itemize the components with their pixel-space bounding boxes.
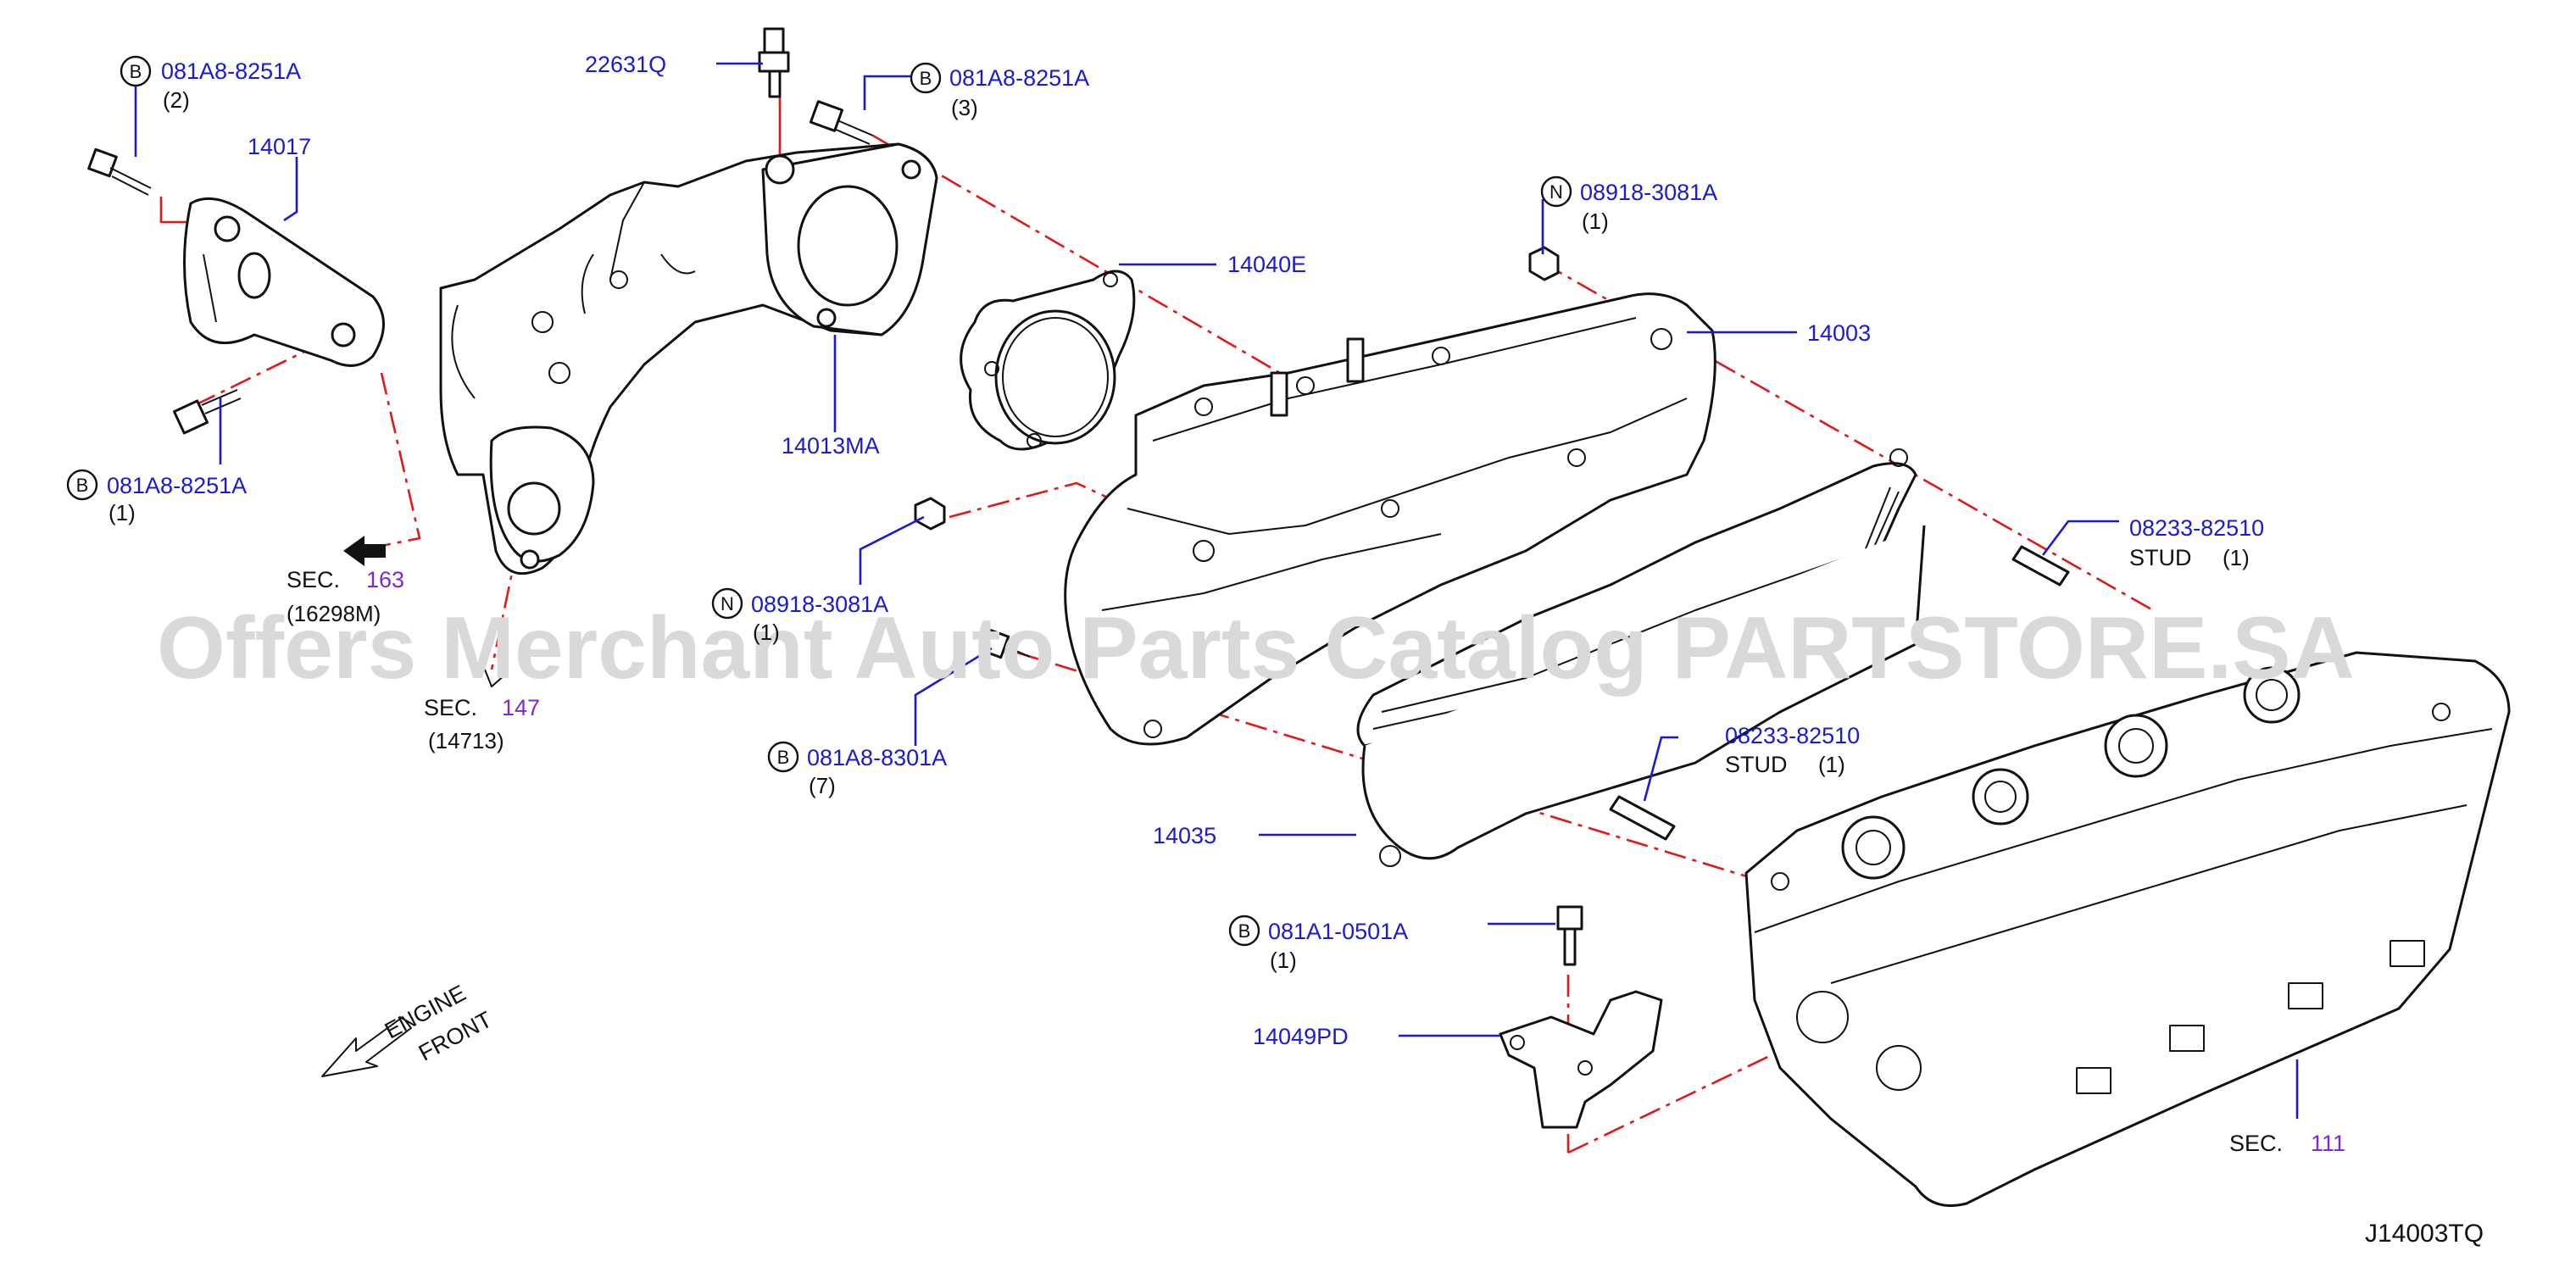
part-number: 081A8-8251A (161, 58, 301, 84)
part-number: 22631Q (585, 52, 666, 77)
part-number: 08918-3081A (751, 592, 888, 617)
nut-low-icon (914, 497, 946, 531)
section-number: 163 (366, 567, 404, 592)
callout-14003[interactable]: 14003 (1807, 320, 1871, 346)
callout-bolt-8301a[interactable]: B 081A8-8301A (7) (767, 741, 947, 798)
part-qty: (1) (1818, 752, 1845, 777)
callout-14017[interactable]: 14017 (248, 134, 311, 159)
bolt-mid-icon (809, 100, 874, 145)
part-number: 14049PD (1253, 1024, 1349, 1049)
part-qty: (3) (951, 95, 978, 120)
bracket-14049pd-icon (1499, 990, 1663, 1129)
sensor-22631q-icon (758, 27, 790, 98)
stud-top-icon (2011, 545, 2070, 587)
section-number: 111 (2311, 1131, 2345, 1156)
part-desc: STUD (2129, 545, 2192, 570)
callout-nut-top[interactable]: N 08918-3081A (1) (1540, 175, 1717, 234)
diagram-code: J14003TQ (2365, 1220, 2484, 1248)
callout-14040e[interactable]: 14040E (1227, 252, 1306, 277)
bolt-top-left-icon (87, 147, 152, 196)
part-number: 14003 (1807, 320, 1871, 346)
gasket-14035-icon (1356, 448, 1926, 867)
part-number: 08918-3081A (1580, 180, 1717, 205)
callout-symbol: B (920, 68, 932, 89)
callout-symbol: B (76, 475, 89, 496)
callout-bolt-0501a[interactable]: B 081A1-0501A (1) (1228, 915, 1408, 973)
callout-symbol: B (130, 61, 142, 82)
watermark: Offers Merchant Auto Parts Catalog PARTS… (157, 599, 2355, 698)
section-label: SEC. (424, 695, 477, 720)
section-111-link[interactable]: SEC. 111 (2229, 1131, 2345, 1156)
section-147-link[interactable]: SEC. 147 (14713) (424, 695, 540, 753)
section-163-link[interactable]: SEC. 163 (16298M) (287, 567, 404, 626)
part-qty: (1) (108, 500, 136, 525)
part-number: 08233-82510 (2129, 515, 2264, 541)
part-qty: (1) (1270, 948, 1297, 973)
section-number: 147 (502, 695, 540, 720)
callout-22631q[interactable]: 22631Q (585, 52, 666, 77)
part-desc: STUD (1725, 752, 1788, 777)
section-label: SEC. (2229, 1131, 2283, 1156)
callout-symbol: N (721, 593, 734, 614)
callout-stud-low[interactable]: 08233-82510 STUD (1) (1725, 723, 1860, 777)
callout-symbol: B (1238, 920, 1251, 942)
leader-lines (134, 62, 2299, 1119)
section-sub: (14713) (428, 728, 504, 753)
stud-low-icon (1609, 795, 1676, 841)
callout-symbol: N (1549, 181, 1563, 203)
arrow-left-icon (343, 536, 386, 566)
callout-14035[interactable]: 14035 (1153, 823, 1216, 848)
callout-bolt-a-mid[interactable]: B 081A8-8251A (3) (910, 62, 1089, 120)
part-number: 081A8-8251A (949, 65, 1089, 91)
manifold-14003-icon (1064, 292, 1716, 746)
part-number: 081A1-0501A (1268, 919, 1408, 944)
arrow-down-icon (484, 669, 506, 687)
cylinder-head-icon (1744, 651, 2511, 1207)
part-number: 14013MA (782, 433, 880, 459)
callout-nut-low[interactable]: N 08918-3081A (1) (711, 587, 888, 645)
part-qty: (2) (163, 87, 190, 113)
part-qty: (1) (1582, 208, 1609, 234)
part-qty: (7) (809, 773, 836, 798)
part-number: 14035 (1153, 823, 1216, 848)
engine-front-label: ENGINE FRONT (381, 980, 496, 1065)
manifold-14013ma-icon (439, 142, 938, 575)
bolt-lower-left-icon (172, 389, 242, 435)
section-label: SEC. (287, 567, 340, 592)
callout-bolt-a-top[interactable]: B 081A8-8251A (2) (120, 55, 301, 113)
callout-symbol: B (777, 747, 790, 768)
callout-14049pd[interactable]: 14049PD (1253, 1024, 1349, 1049)
engine-front-arrow-icon (321, 1016, 412, 1077)
part-number: 081A8-8251A (107, 473, 247, 498)
part-number: 081A8-8301A (807, 745, 947, 770)
part-number: 08233-82510 (1725, 723, 1860, 748)
bolt-0501a-icon (1556, 905, 1583, 966)
part-qty: (1) (2223, 545, 2250, 570)
part-qty: (1) (753, 620, 780, 645)
nut-top-icon (1528, 246, 1560, 281)
part-number: 14017 (248, 134, 311, 159)
section-sub: (16298M) (287, 601, 381, 626)
callout-14013ma[interactable]: 14013MA (782, 433, 880, 459)
callout-bolt-a-low[interactable]: B 081A8-8251A (1) (66, 469, 247, 525)
part-number: 14040E (1227, 252, 1306, 277)
bracket-14017-icon (183, 197, 385, 367)
gasket-14040e-icon (960, 270, 1136, 451)
callout-stud-top[interactable]: 08233-82510 STUD (1) (2129, 515, 2264, 570)
